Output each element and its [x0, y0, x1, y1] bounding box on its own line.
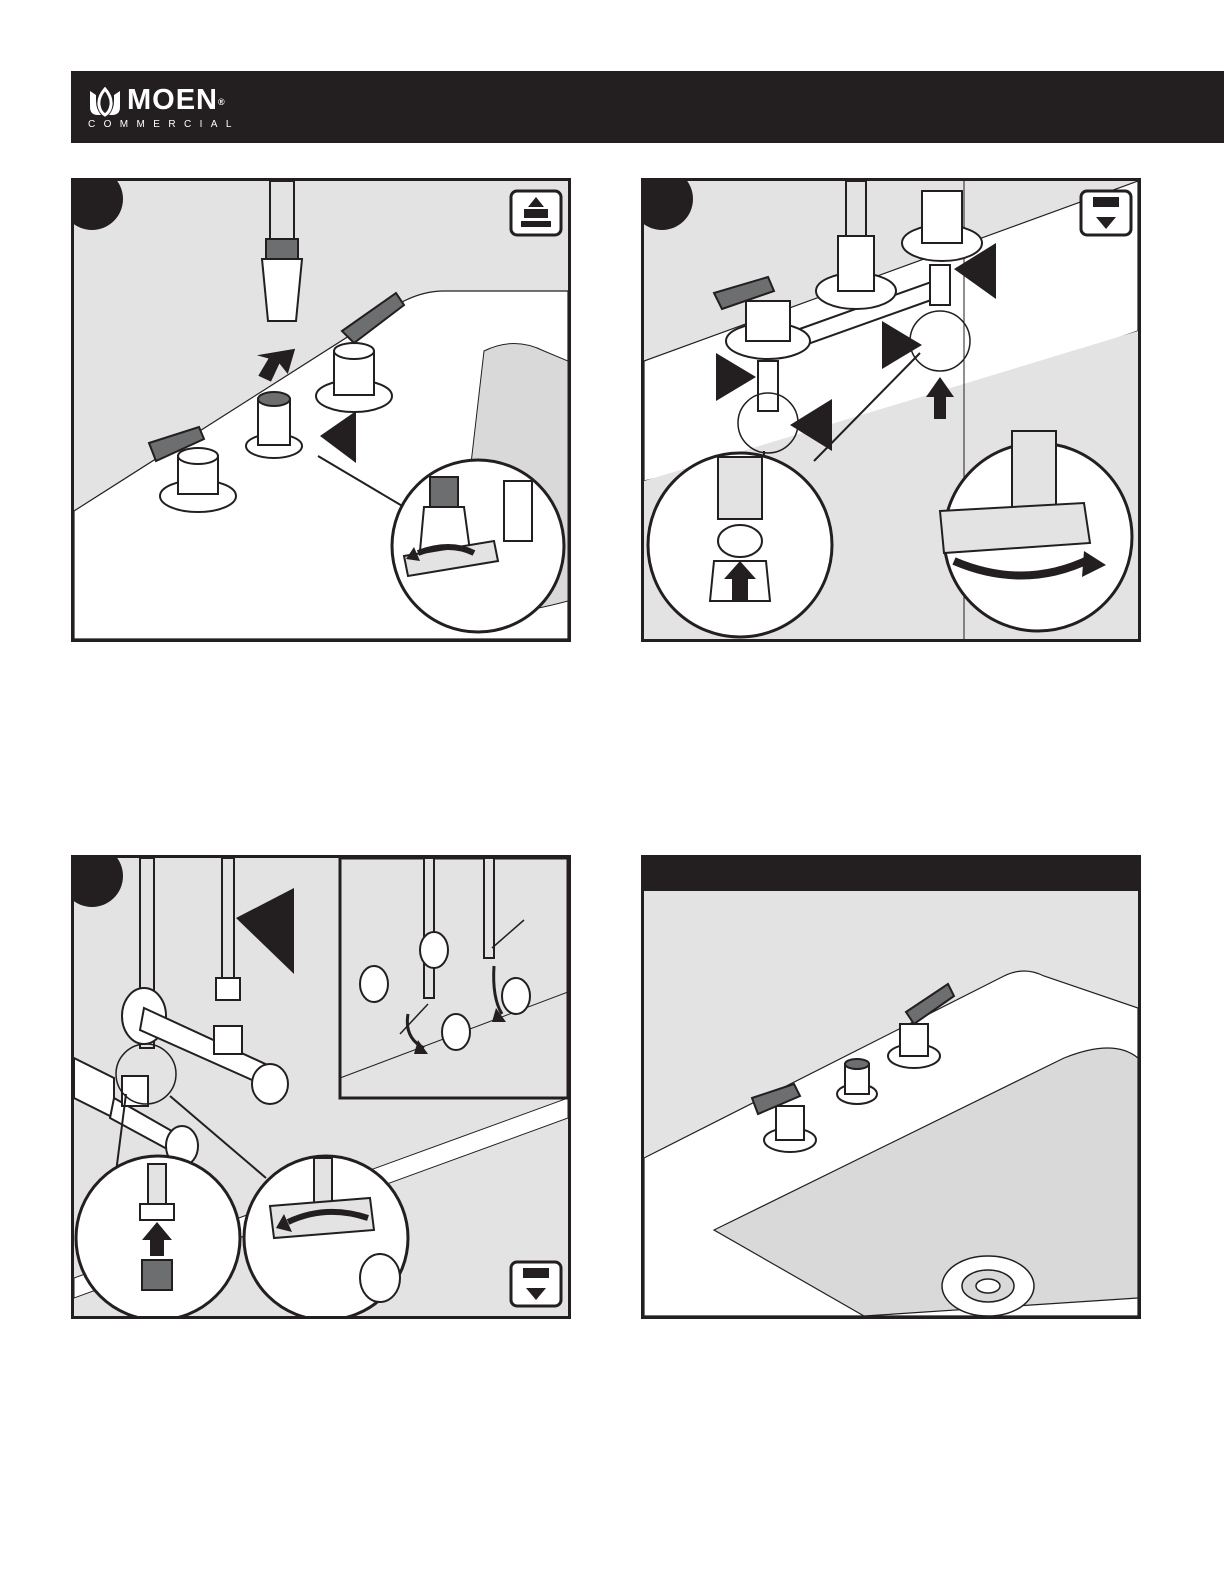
step-2-panel — [641, 178, 1141, 642]
step-4-illustration — [644, 858, 1138, 1316]
supply-down-icon — [511, 1262, 561, 1306]
step-4-panel — [641, 855, 1141, 1319]
moen-lotus-icon — [87, 87, 123, 117]
step-3-illustration — [74, 858, 568, 1316]
step-1-panel — [71, 178, 571, 642]
drain-icon — [942, 1256, 1034, 1316]
page-header: MOEN® COMMERCIAL — [71, 71, 1224, 143]
detail-circle-connect — [76, 1156, 240, 1316]
hot-cold-supply-up-icon — [511, 191, 561, 235]
step-3-panel — [71, 855, 571, 1319]
step-1-illustration — [74, 181, 568, 639]
shutoff-valve-cold — [74, 1058, 198, 1166]
brand-name: MOEN® — [127, 83, 226, 117]
callout-triangle-icon — [236, 888, 294, 974]
step-2-illustration — [644, 181, 1138, 639]
spout-base — [816, 181, 896, 309]
detail-circle-tighten — [244, 1156, 408, 1316]
detail-circle-left — [648, 453, 832, 637]
supply-hose — [262, 181, 302, 321]
detail-circle — [392, 460, 564, 632]
supply-down-icon — [1081, 191, 1131, 235]
brand-subtitle: COMMERCIAL — [88, 119, 240, 131]
